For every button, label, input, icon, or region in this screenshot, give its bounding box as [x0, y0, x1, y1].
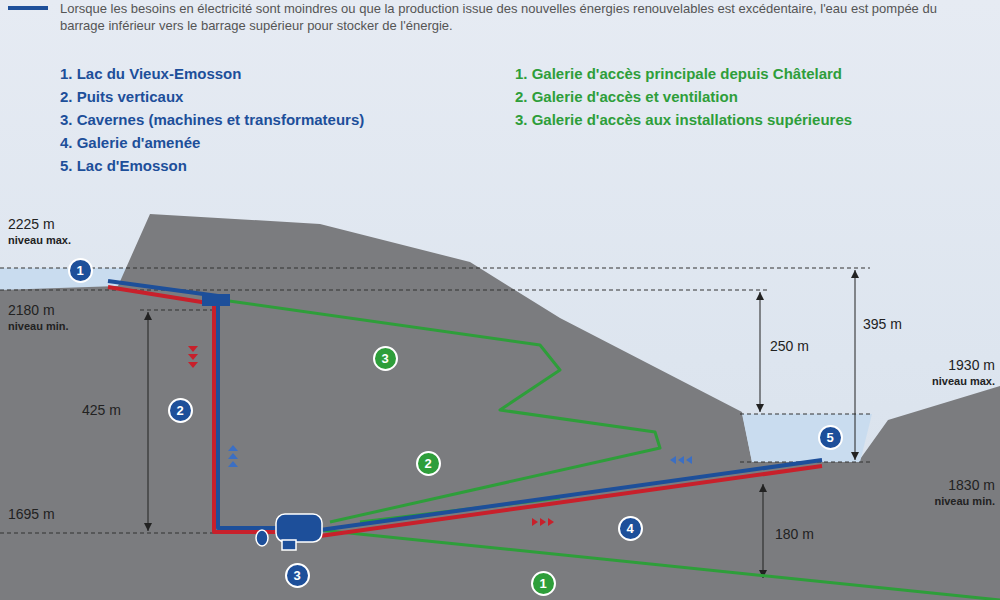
callout-text: 4 [626, 521, 633, 536]
callout-text: 3 [293, 568, 300, 583]
level-note: niveau min. [8, 320, 69, 332]
legend-line-sample [8, 6, 48, 10]
callout-number: 4 [618, 516, 643, 541]
callout-number: 5 [818, 425, 843, 450]
level-lines [0, 268, 870, 533]
dimension: 425 m [82, 402, 121, 418]
list-item: 2. Galerie d'accès et ventilation [515, 88, 738, 105]
cavern [256, 514, 322, 550]
callout-text: 1 [539, 576, 546, 591]
level-note: niveau min. [934, 495, 995, 507]
mountain [0, 214, 1000, 600]
callout-text: 2 [176, 403, 183, 418]
list-item: 1. Galerie d'accès principale depuis Châ… [515, 65, 842, 82]
dimension: 180 m [775, 526, 814, 542]
water-conduits [108, 281, 822, 536]
callout-text: 2 [424, 456, 431, 471]
level-note: niveau max. [932, 375, 995, 387]
callout-text: 5 [826, 430, 833, 445]
callout-text: 3 [381, 351, 388, 366]
callout-number: 2 [416, 451, 441, 476]
intake [202, 294, 230, 306]
callout-number: 3 [373, 346, 398, 371]
callout-number: 1 [68, 258, 93, 283]
dimension: 250 m [770, 338, 809, 354]
level-note: niveau max. [8, 234, 71, 246]
list-item: 2. Puits verticaux [60, 88, 183, 105]
callout-number: 2 [168, 398, 193, 423]
list-item: 3. Galerie d'accès aux installations sup… [515, 111, 852, 128]
lower-lake [742, 414, 872, 462]
elevation: 1930 m [948, 357, 995, 373]
dimension: 395 m [863, 316, 902, 332]
list-item: 3. Cavernes (machines et transformateurs… [60, 111, 364, 128]
list-item: 1. Lac du Vieux-Emosson [60, 65, 241, 82]
elevation: 1695 m [8, 506, 55, 522]
callout-number: 3 [285, 563, 310, 588]
elevation: 2225 m [8, 216, 55, 232]
callout-number: 1 [531, 571, 556, 596]
legend-text: Lorsque les besoins en électricité sont … [60, 0, 980, 34]
elevation: 1830 m [948, 477, 995, 493]
elevation: 2180 m [8, 302, 55, 318]
turbine-flow-arrows [188, 346, 554, 526]
access-galleries [222, 300, 1000, 600]
callout-text: 1 [76, 263, 83, 278]
pump-flow-arrows [228, 445, 692, 467]
list-item: 5. Lac d'Emosson [60, 157, 187, 174]
list-item: 4. Galerie d'amenée [60, 134, 200, 151]
